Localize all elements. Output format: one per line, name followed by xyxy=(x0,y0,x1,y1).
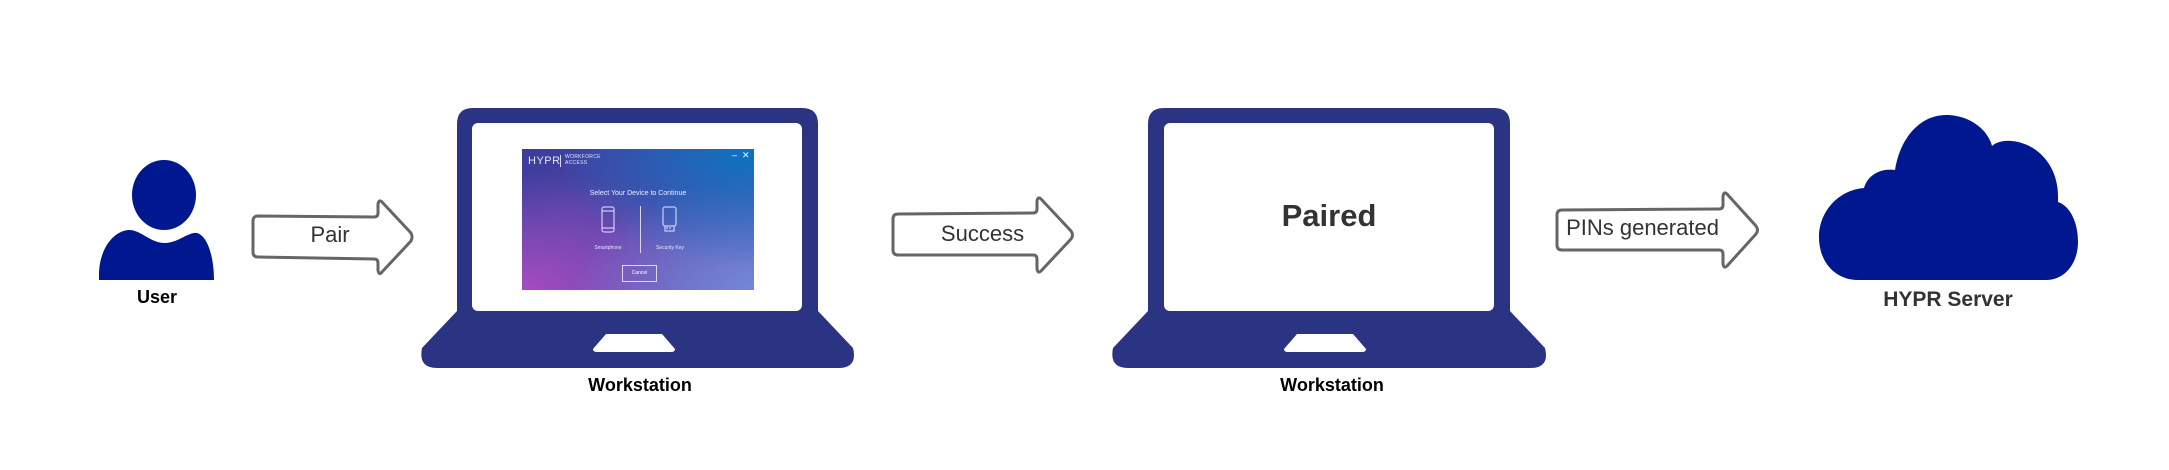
security-key-icon[interactable] xyxy=(662,206,677,232)
brand-line-1: WORKFORCE xyxy=(565,154,601,160)
laptop-trackpad xyxy=(593,334,675,352)
user-label: User xyxy=(136,287,178,307)
user-head xyxy=(132,160,196,230)
user-body xyxy=(99,229,214,280)
minimize-button[interactable]: – xyxy=(732,150,738,160)
laptop-screen xyxy=(1164,123,1494,311)
cancel-button[interactable]: Cancel xyxy=(622,265,657,282)
brand-text: WORKFORCE ACCESS xyxy=(565,154,601,166)
close-button[interactable]: ✕ xyxy=(742,150,750,160)
hypr-device-dialog: HYPR WORKFORCE ACCESS – ✕ Select Your De… xyxy=(522,149,754,290)
dialog-title: Select Your Device to Continue xyxy=(589,190,687,197)
option-label-smartphone[interactable]: Smartphone xyxy=(594,245,622,251)
option-divider xyxy=(640,206,641,253)
workstation-2-label: Workstation xyxy=(1280,375,1384,395)
option-label-security-key[interactable]: Security Key xyxy=(655,245,685,251)
server-label: HYPR Server xyxy=(1883,288,2013,311)
brand-line-2: ACCESS xyxy=(565,160,588,166)
smartphone-icon[interactable] xyxy=(601,206,615,233)
paired-status-text: Paired xyxy=(1281,198,1377,233)
device-option-icons xyxy=(601,206,677,233)
workstation-1-label: Workstation xyxy=(588,375,692,395)
edge-label-pair: Pair xyxy=(310,222,350,247)
hypr-logo: HYPR xyxy=(528,155,561,167)
laptop-trackpad xyxy=(1284,334,1366,352)
edge-label-success: Success xyxy=(940,221,1025,246)
edge-label-pins-generated: PINs generated xyxy=(1566,215,1719,240)
logo-separator xyxy=(560,155,561,167)
